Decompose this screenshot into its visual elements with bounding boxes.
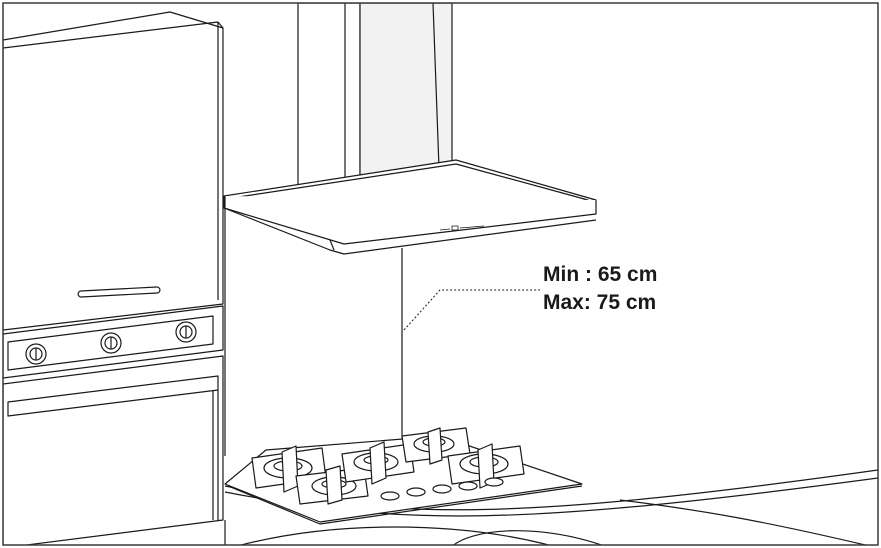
max-height-label: Max: 75 cm [543, 291, 657, 314]
hob-knobs [380, 477, 504, 501]
oven-knob-middle [100, 332, 122, 354]
oven-knob-left [25, 343, 47, 365]
dimension-leader [403, 289, 540, 331]
oven-knob-right [175, 321, 197, 343]
chimney-front [297, 3, 361, 204]
burner-back-right [401, 427, 471, 465]
gas-hob [224, 427, 583, 525]
burner-center [341, 441, 415, 485]
burner-right [447, 443, 525, 489]
hood-control-panel [439, 225, 485, 231]
burner-front-left [251, 445, 327, 493]
cabinet-handle [77, 286, 161, 298]
chimney-hood [223, 3, 597, 255]
oven-cabinet [3, 11, 226, 545]
min-height-label: Min : 65 cm [543, 263, 658, 286]
countertop [224, 469, 878, 545]
